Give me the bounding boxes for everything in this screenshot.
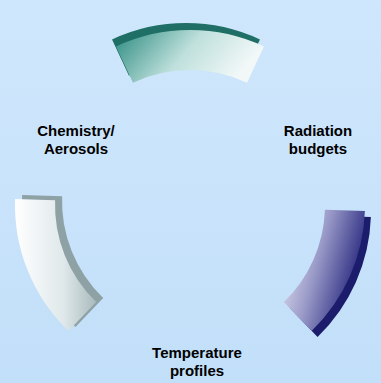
arc-segment bbox=[15, 199, 96, 331]
cycle-label: Radiation budgets bbox=[268, 122, 368, 158]
cycle-label: Chemistry/ Aerosols bbox=[26, 122, 126, 158]
cycle-label: Temperature profiles bbox=[142, 344, 252, 380]
arc-segment bbox=[284, 210, 365, 331]
arc-segment bbox=[116, 30, 264, 83]
